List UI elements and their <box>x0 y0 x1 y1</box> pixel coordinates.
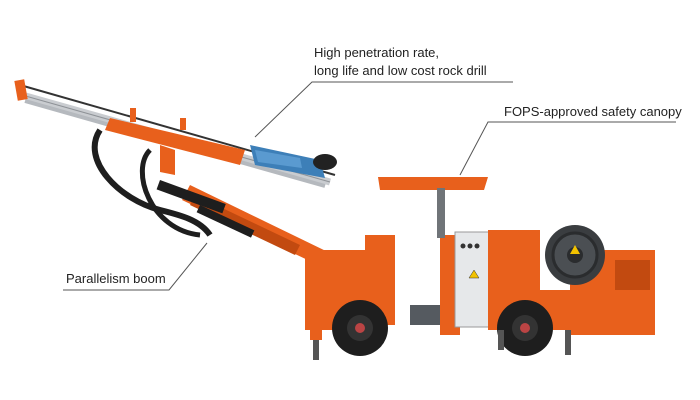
leader-line-boom <box>63 242 208 291</box>
annotation-canopy: FOPS-approved safety canopy <box>504 103 682 121</box>
leader-line-rock-drill <box>254 81 513 138</box>
annotation-boom: Parallelism boom <box>66 270 166 288</box>
annotation-rock-drill-line-1: High penetration rate, <box>314 45 440 60</box>
safety-canopy <box>378 177 488 238</box>
leader-line-canopy <box>459 121 676 176</box>
chassis <box>305 230 655 335</box>
annotation-rock-drill-line-2: long life and low cost rock drill <box>314 63 487 78</box>
wheels <box>332 300 553 356</box>
annotation-canopy-line-1: FOPS-approved safety canopy <box>504 104 682 119</box>
annotation-rock-drill: High penetration rate, long life and low… <box>314 44 487 80</box>
annotation-boom-line-1: Parallelism boom <box>66 271 166 286</box>
stabilizer-jacks <box>310 300 571 360</box>
cable-reel <box>545 225 605 285</box>
rock-drill <box>250 145 337 178</box>
